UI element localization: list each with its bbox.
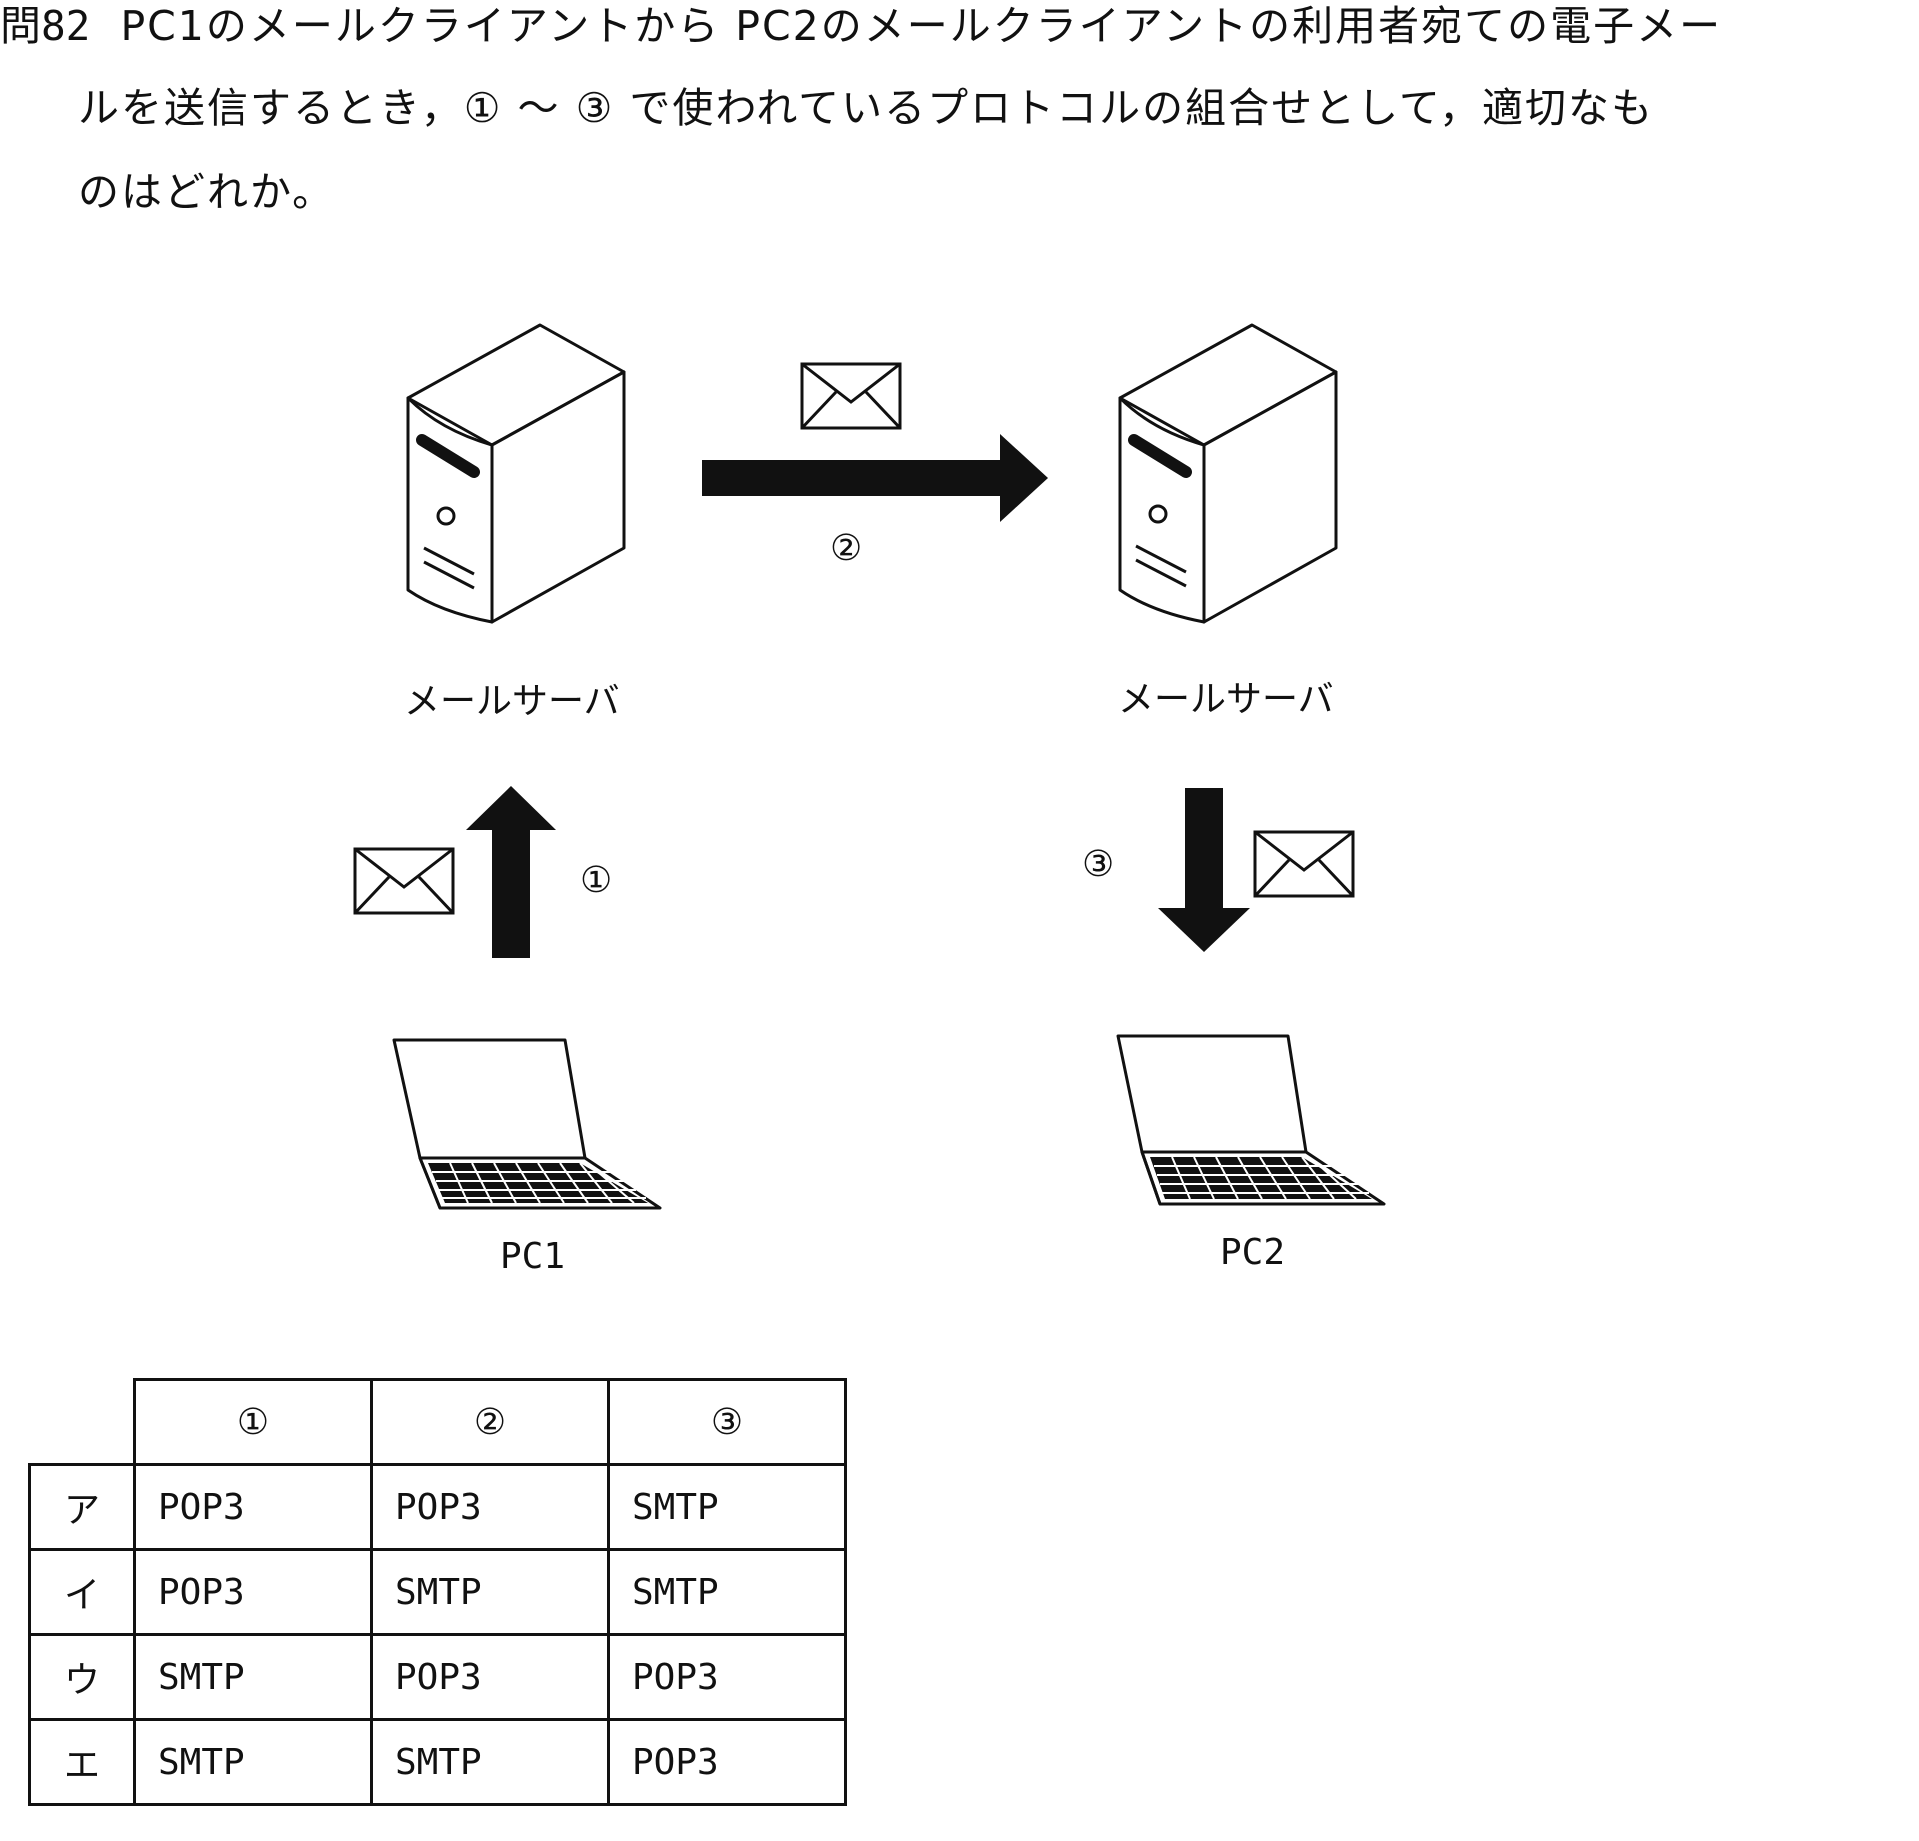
mail-server-left-icon <box>406 323 626 624</box>
table-cell: SMTP <box>133 1718 373 1806</box>
step-1-label: ① <box>580 860 613 901</box>
table-header: ① <box>133 1378 373 1466</box>
question-text-1: PC1のメールクライアントから PC2のメールクライアントの利用者宛ての電子メー <box>120 2 1723 50</box>
arrow-down-icon <box>1158 788 1250 952</box>
pc2-label: PC2 <box>1220 1232 1286 1273</box>
table-header-row: ① ② ③ <box>29 1378 847 1466</box>
table-row: ア POP3 POP3 SMTP <box>28 1463 847 1551</box>
envelope-icon <box>800 362 902 430</box>
question-line-1: 問82 PC1のメールクライアントから PC2のメールクライアントの利用者宛ての… <box>0 2 1722 50</box>
envelope-icon <box>353 847 455 915</box>
table-row: イ POP3 SMTP SMTP <box>28 1548 847 1636</box>
question-line-3: のはどれか。 <box>78 168 336 216</box>
row-label: ウ <box>28 1633 136 1721</box>
arrow-right-icon <box>702 434 1048 522</box>
table-cell: POP3 <box>370 1633 610 1721</box>
table-cell: POP3 <box>133 1548 373 1636</box>
laptop-pc2-icon <box>1116 1034 1386 1206</box>
question-number: 問82 <box>0 2 91 50</box>
row-label: ア <box>28 1463 136 1551</box>
arrow-up-icon <box>466 786 556 958</box>
table-cell: POP3 <box>133 1463 373 1551</box>
table-cell: SMTP <box>370 1548 610 1636</box>
table-header: ② <box>370 1378 610 1466</box>
question-line-2: ルを送信するとき，① ～ ③ で使われているプロトコルの組合せとして，適切なも <box>78 84 1654 132</box>
row-label: エ <box>28 1718 136 1806</box>
envelope-icon <box>1253 830 1355 898</box>
table-row: ウ SMTP POP3 POP3 <box>28 1633 847 1721</box>
table-cell: POP3 <box>607 1718 847 1806</box>
row-label: イ <box>28 1548 136 1636</box>
server-left-label: メールサーバ <box>404 681 620 722</box>
step-3-label: ③ <box>1082 844 1115 885</box>
server-right-label: メールサーバ <box>1118 679 1334 720</box>
mail-server-right-icon <box>1118 323 1338 624</box>
answer-table: ① ② ③ ア POP3 POP3 SMTP イ POP3 SMTP SMTP … <box>28 1378 847 1806</box>
table-corner-cell <box>29 1379 136 1466</box>
table-cell: SMTP <box>607 1463 847 1551</box>
table-cell: POP3 <box>370 1463 610 1551</box>
step-2-label: ② <box>830 528 863 569</box>
table-cell: SMTP <box>607 1548 847 1636</box>
laptop-pc1-icon <box>392 1038 662 1210</box>
table-row: エ SMTP SMTP POP3 <box>28 1718 847 1806</box>
table-header: ③ <box>607 1378 847 1466</box>
table-cell: SMTP <box>133 1633 373 1721</box>
pc1-label: PC1 <box>500 1236 566 1277</box>
table-cell: SMTP <box>370 1718 610 1806</box>
table-cell: POP3 <box>607 1633 847 1721</box>
